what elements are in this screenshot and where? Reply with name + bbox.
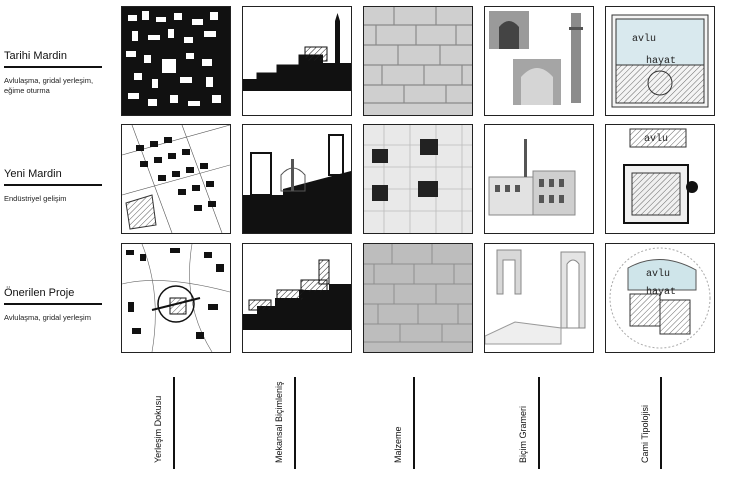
row-rule: [4, 66, 102, 68]
courtyard-label: avlu: [646, 268, 670, 280]
court-label: hayat: [646, 286, 676, 298]
column-rule: [173, 377, 175, 469]
new-form-grammar: [484, 124, 594, 234]
row-rule: [4, 184, 102, 186]
row-subtitle: Avlulaşma, gridal yerleşim: [4, 313, 91, 322]
column-header-grammar: Biçim Grameri: [500, 377, 540, 469]
column-header-mosque: Cami Tipolojisi: [622, 377, 662, 469]
column-label: Mekansal Biçimleniş: [274, 381, 284, 463]
historic-spatial-form: [242, 6, 352, 116]
row-label-historic: Tarihi Mardin Avlulaşma, gridal yerleşim…: [4, 50, 104, 96]
column-rule: [413, 377, 415, 469]
column-header-material: Malzeme: [375, 377, 415, 469]
column-label: Malzeme: [393, 426, 403, 463]
proposed-spatial-form: [242, 243, 352, 353]
column-rule: [538, 377, 540, 469]
row-rule: [4, 303, 102, 305]
row-subtitle: Avlulaşma, gridal yerleşim, eğime oturma: [4, 76, 94, 95]
proposed-form-grammar: [484, 243, 594, 353]
row-label-new: Yeni Mardin Endüstriyel gelişim: [4, 168, 104, 204]
new-material-facade: [363, 124, 473, 234]
column-label: Biçim Grameri: [518, 405, 528, 463]
historic-material-stone: [363, 6, 473, 116]
new-settlement-texture: [121, 124, 231, 234]
historic-mosque-typology: avlu hayat: [605, 6, 715, 116]
historic-form-grammar: [484, 6, 594, 116]
row-label-proposed: Önerilen Proje Avlulaşma, gridal yerleşi…: [4, 287, 104, 323]
courtyard-label: avlu: [644, 133, 668, 145]
proposed-material-stone: [363, 243, 473, 353]
proposed-settlement-texture: [121, 243, 231, 353]
row-subtitle: Endüstriyel gelişim: [4, 194, 67, 203]
new-spatial-form: [242, 124, 352, 234]
courtyard-label: avlu: [632, 33, 656, 45]
row-title: Tarihi Mardin: [4, 50, 67, 62]
column-header-settlement: Yerleşim Dokusu: [135, 377, 175, 469]
row-title: Önerilen Proje: [4, 287, 75, 299]
column-rule: [294, 377, 296, 469]
historic-settlement-texture: [121, 6, 231, 116]
new-mosque-typology: avlu: [605, 124, 715, 234]
column-label: Yerleşim Dokusu: [153, 395, 163, 463]
column-rule: [660, 377, 662, 469]
row-title: Yeni Mardin: [4, 168, 62, 180]
column-label: Cami Tipolojisi: [640, 404, 650, 463]
court-label: hayat: [646, 55, 676, 67]
proposed-mosque-typology: avlu hayat: [605, 243, 715, 353]
column-header-spatial: Mekansal Biçimleniş: [256, 377, 296, 469]
